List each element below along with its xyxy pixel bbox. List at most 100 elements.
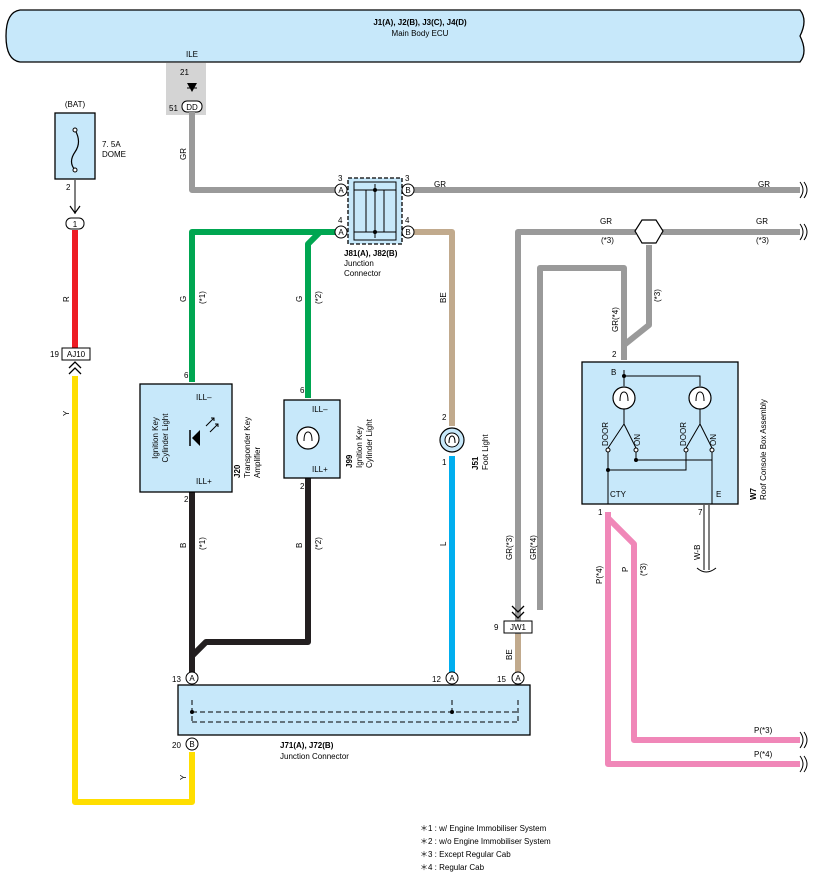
w7-b: B bbox=[611, 368, 616, 377]
j71-pin-13: 13 bbox=[172, 675, 181, 684]
ecu-pin-21: 21 bbox=[180, 68, 189, 77]
j81-pin-3b: 3 bbox=[405, 174, 410, 183]
label-gr-ecu: GR bbox=[179, 148, 188, 160]
w7-cty: CTY bbox=[610, 490, 627, 499]
svg-text:DD: DD bbox=[186, 103, 198, 112]
label-be-1: BE bbox=[439, 292, 448, 303]
j71-pin-12: 12 bbox=[432, 675, 441, 684]
jw1-pin: 9 bbox=[494, 623, 499, 632]
label-note-1b: (*1) bbox=[198, 537, 207, 550]
label-gr-1: GR bbox=[434, 180, 446, 189]
main-body-ecu: J1(A), J2(B), J3(C), J4(D) Main Body ECU… bbox=[5, 9, 805, 63]
w7-door-1: DOOR bbox=[601, 422, 610, 446]
label-p3-out: P(*3) bbox=[754, 726, 773, 735]
ecu-title: J1(A), J2(B), J3(C), J4(D) bbox=[373, 18, 467, 27]
svg-text:B: B bbox=[405, 186, 410, 195]
label-g-2: G bbox=[295, 296, 304, 302]
wire-b-j99 bbox=[189, 478, 311, 659]
footnote-3: ＊3 : Except Regular Cab bbox=[420, 850, 511, 859]
w7-pin-e: 7 bbox=[698, 508, 703, 517]
j51-name: Foot Light bbox=[481, 434, 490, 470]
fuse-dome: (BAT) 7. 5A DOME 2 1 bbox=[54, 100, 126, 230]
w7-on-1: ON bbox=[633, 434, 642, 446]
wire-gr-ecu bbox=[189, 112, 336, 193]
w7-lamp-2-icon bbox=[688, 386, 712, 410]
fuse-connector-pin: 1 bbox=[73, 220, 78, 229]
label-y-1: Y bbox=[62, 410, 71, 416]
ecu-pin-51: 51 bbox=[169, 104, 178, 113]
svg-text:A: A bbox=[449, 674, 455, 683]
junction-connector-j81: A A B B 3 4 3 4 J81(A), J82(B) Junction … bbox=[334, 174, 415, 278]
j20-name-line2: Amplifier bbox=[253, 447, 262, 478]
component-j20: 6 2 ILL– ILL+ Ignition Key Cylinder Ligh… bbox=[139, 371, 262, 504]
j81-line1: Junction bbox=[344, 259, 374, 268]
label-p4: P(*4) bbox=[595, 565, 604, 584]
wire-y bbox=[72, 376, 195, 805]
j20-inner-line2: Cylinder Light bbox=[161, 413, 170, 463]
wire-wb bbox=[703, 505, 710, 570]
fuse-icon bbox=[70, 129, 80, 171]
w7-pin-cty: 1 bbox=[598, 508, 603, 517]
label-note-3d: (*3) bbox=[639, 563, 648, 576]
jw1-chevron-icon bbox=[511, 605, 525, 619]
label-b-1: B bbox=[179, 543, 188, 548]
wire-end-marks bbox=[799, 181, 808, 773]
footnote-1: ＊1 : w/ Engine Immobiliser System bbox=[420, 824, 547, 833]
wire-g-j20 bbox=[189, 229, 336, 382]
junction-connector-j71: A A A B 13 12 15 20 J71(A), J72(B) Junct… bbox=[172, 671, 531, 761]
j99-name-line1: Ignition Key bbox=[355, 426, 364, 468]
led-icon bbox=[189, 417, 219, 446]
j20-pin-top: 6 bbox=[184, 371, 189, 380]
aj10-chevron-icon bbox=[68, 361, 82, 375]
wire-be-j51 bbox=[414, 229, 455, 426]
label-g-1: G bbox=[179, 296, 188, 302]
label-gr-4: GR bbox=[756, 217, 768, 226]
j71-name: Junction Connector bbox=[280, 752, 349, 761]
j20-ill-minus: ILL– bbox=[196, 393, 212, 402]
j99-ill-minus: ILL– bbox=[312, 405, 328, 414]
w7-name: Roof Console Box Assembly bbox=[759, 399, 768, 500]
j20-id: J20 bbox=[233, 464, 242, 478]
label-p4-out: P(*4) bbox=[754, 750, 773, 759]
w7-switches bbox=[607, 409, 713, 449]
j51-pin-bottom: 1 bbox=[442, 458, 447, 467]
j51-pin-top: 2 bbox=[442, 413, 447, 422]
fuse-rating: 7. 5A bbox=[102, 140, 121, 149]
label-gr3-jw1: GR(*3) bbox=[505, 535, 514, 560]
w7-lamp-1-icon bbox=[612, 386, 636, 410]
label-be-2: BE bbox=[505, 649, 514, 660]
w7-door-2: DOOR bbox=[679, 422, 688, 446]
label-note-1a: (*1) bbox=[198, 291, 207, 304]
svg-text:A: A bbox=[189, 674, 195, 683]
component-j99: 6 2 ILL– ILL+ J99 Ignition Key Cylinder … bbox=[283, 386, 374, 491]
label-gr-3: GR bbox=[600, 217, 612, 226]
j99-name-line2: Cylinder Light bbox=[365, 418, 374, 468]
j20-name-line1: Transponder Key bbox=[243, 417, 252, 478]
ecu-subtitle: Main Body ECU bbox=[392, 29, 449, 38]
label-note-3b: (*3) bbox=[756, 236, 769, 245]
svg-text:B: B bbox=[405, 228, 410, 237]
label-y-2: Y bbox=[179, 774, 188, 780]
j81-pin-4b: 4 bbox=[405, 216, 410, 225]
svg-text:A: A bbox=[515, 674, 521, 683]
wire-g-j99 bbox=[305, 229, 336, 398]
svg-text:B: B bbox=[189, 740, 194, 749]
bulb-icon bbox=[296, 426, 320, 450]
wires bbox=[72, 112, 800, 805]
fuse-arrow-icon bbox=[69, 205, 81, 215]
label-gr4-jw1: GR(*4) bbox=[529, 535, 538, 560]
fuse-source: (BAT) bbox=[65, 100, 86, 109]
wire-p3 bbox=[605, 515, 800, 743]
w7-on-2: ON bbox=[709, 434, 718, 446]
label-note-3c: (*3) bbox=[653, 289, 662, 302]
footnote-2: ＊2 : w/o Engine Immobiliser System bbox=[420, 837, 551, 846]
j81-title: J81(A), J82(B) bbox=[344, 249, 398, 258]
j99-pin-top: 6 bbox=[300, 386, 305, 395]
component-j51: 2 1 J51 Foot Light bbox=[439, 413, 490, 470]
jw1-label: JW1 bbox=[510, 623, 527, 632]
w7-e: E bbox=[716, 490, 721, 499]
j81-pin-4a: 4 bbox=[338, 216, 343, 225]
aj10-pin: 19 bbox=[50, 350, 59, 359]
svg-text:A: A bbox=[338, 186, 344, 195]
connector-aj10: 19 AJ10 bbox=[50, 347, 91, 375]
